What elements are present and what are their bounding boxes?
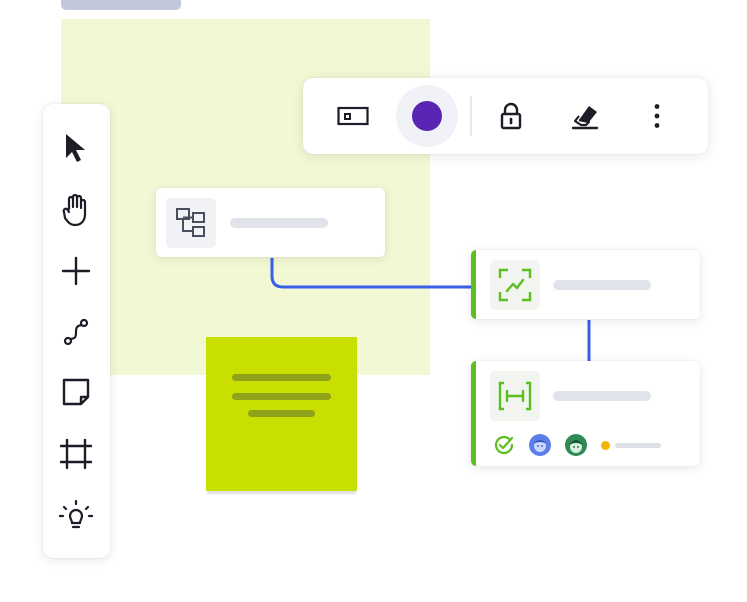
avatar-face-icon xyxy=(533,440,547,452)
cursor-icon xyxy=(66,134,85,162)
sticky-text-line xyxy=(248,410,315,417)
plus-icon xyxy=(61,256,91,286)
status-placeholder xyxy=(615,442,661,448)
card-meta-row xyxy=(493,433,661,457)
card-icon-box xyxy=(490,260,540,310)
more-vertical-icon xyxy=(654,104,660,128)
more-options-button[interactable] xyxy=(633,92,681,140)
trend-chart-icon xyxy=(498,268,532,302)
card-title-placeholder xyxy=(553,280,651,290)
eraser-button[interactable] xyxy=(561,92,609,140)
card-title-placeholder xyxy=(553,391,651,401)
sticky-note[interactable] xyxy=(206,337,357,491)
context-toolbar xyxy=(303,78,708,154)
selected-color-swatch xyxy=(412,101,442,131)
text-box-icon xyxy=(337,106,369,126)
sticky-text-line xyxy=(232,374,331,381)
tool-hand[interactable] xyxy=(56,190,96,230)
connector-icon xyxy=(63,318,89,346)
avatar[interactable] xyxy=(529,434,551,456)
card-icon-box xyxy=(166,198,216,248)
color-picker-button[interactable] xyxy=(396,85,458,147)
lightbulb-icon xyxy=(59,499,93,529)
tool-frame[interactable] xyxy=(56,434,96,474)
card-title-placeholder xyxy=(230,218,328,228)
toolbar-divider xyxy=(470,96,472,136)
lock-button[interactable] xyxy=(487,92,535,140)
tool-select[interactable] xyxy=(56,128,96,168)
sticky-text-line xyxy=(232,393,331,400)
card-icon-box xyxy=(490,371,540,421)
text-box-button[interactable] xyxy=(329,92,377,140)
card-hierarchy[interactable] xyxy=(156,188,385,257)
eraser-icon xyxy=(571,106,599,130)
tool-connector[interactable] xyxy=(56,312,96,352)
span-icon xyxy=(498,381,532,411)
sticky-note-icon xyxy=(62,378,90,406)
avatar-face-icon xyxy=(569,440,583,453)
lock-icon xyxy=(500,102,522,130)
card-span[interactable] xyxy=(471,361,700,466)
card-accent xyxy=(471,361,476,466)
status-dot xyxy=(601,440,610,450)
hand-icon xyxy=(62,193,87,227)
avatar[interactable] xyxy=(565,434,587,456)
check-circle-icon[interactable] xyxy=(493,434,515,456)
main-toolbar xyxy=(43,104,110,558)
card-trend[interactable] xyxy=(471,250,700,319)
hierarchy-icon xyxy=(176,208,205,237)
tool-add[interactable] xyxy=(56,251,96,291)
tool-sticky-note[interactable] xyxy=(56,372,96,412)
card-accent xyxy=(471,250,476,319)
tool-ideas[interactable] xyxy=(56,496,96,536)
top-bar xyxy=(61,0,181,10)
frame-icon xyxy=(59,438,93,470)
